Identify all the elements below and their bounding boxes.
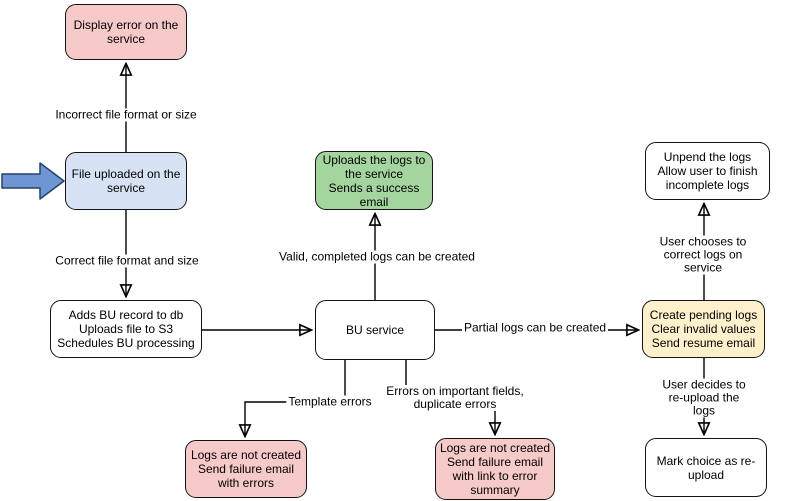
edge-label-valid-logs: Valid, completed logs can be created	[277, 249, 477, 264]
block-arrow-icon	[1, 162, 65, 200]
node-create-pending: Create pending logs Clear invalid values…	[642, 300, 765, 358]
node-logs-not-created-summary: Logs are not created Send failure email …	[435, 438, 555, 500]
edge-label-template-errors: Template errors	[286, 394, 374, 409]
node-bu-service: BU service	[315, 300, 435, 360]
edge-label-user-chooses: User chooses to correct logs on service	[654, 235, 752, 275]
node-unpend-logs: Unpend the logs Allow user to finish inc…	[645, 142, 770, 200]
edge-label-correct-format: Correct file format and size	[53, 253, 201, 268]
edge-label-user-decides: User decides to re-upload the logs	[655, 378, 753, 418]
node-file-uploaded: File uploaded on the service	[65, 152, 187, 210]
edge-label-partial-logs: Partial logs can be created	[461, 320, 609, 335]
node-uploads-logs: Uploads the logs to the service Sends a …	[315, 151, 433, 210]
node-mark-choice: Mark choice as re- upload	[645, 438, 767, 497]
edge-label-incorrect-format: Incorrect file format or size	[53, 107, 199, 122]
node-display-error: Display error on the service	[65, 4, 187, 60]
node-logs-not-created-errors: Logs are not created Send failure email …	[185, 440, 307, 498]
node-adds-bu-record: Adds BU record to db Uploads file to S3 …	[50, 300, 202, 358]
edge-label-field-errors: Errors on important fields, duplicate er…	[384, 384, 526, 411]
